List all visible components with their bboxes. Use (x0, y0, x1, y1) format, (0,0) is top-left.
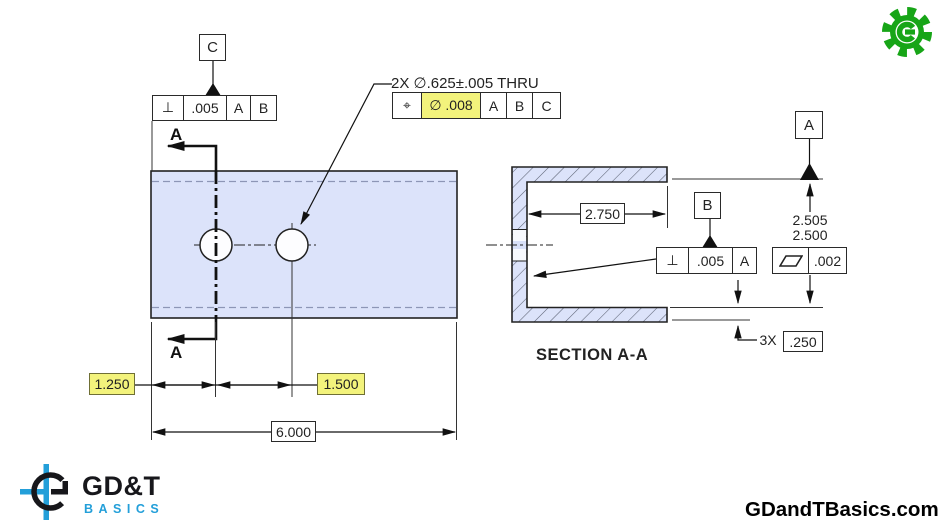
cutting-plane-letter-bottom: A (170, 343, 183, 362)
fcf-datum-ref: C (541, 97, 552, 114)
logo-mark-icon (20, 464, 70, 520)
fcf-datum-ref: A (481, 93, 507, 118)
datum-c-triangle (205, 83, 221, 96)
dim-1500-highlighted: 1.500 (317, 373, 365, 395)
hole-callout-note: 2X ∅.625±.005 THRU (391, 75, 539, 92)
fcf-parallelism: .002 (772, 247, 847, 274)
fcf-b-leader (532, 258, 657, 278)
fcf-tolerance: .005 (689, 248, 733, 273)
section-view (486, 166, 668, 323)
fcf-tolerance: .005 (184, 96, 227, 120)
section-title: SECTION A-A (536, 346, 649, 364)
gear-icon (882, 7, 932, 57)
fcf-position-holes: ⌖ ∅ .008 A B C (392, 92, 561, 119)
perpendicularity-icon: ⊥ (153, 96, 184, 120)
datum-a-triangle (800, 163, 819, 180)
dim-6000: 6.000 (271, 421, 316, 442)
hole-note-leader (300, 83, 392, 225)
dim-3x-count: 3X (759, 332, 777, 348)
hole-right (275, 228, 309, 262)
plan-view (150, 141, 458, 397)
fcf-perpendicularity-section: ⊥ .005 A (656, 247, 757, 274)
fcf-datum-ref: B (258, 100, 269, 116)
dim-2750: 2.750 (580, 203, 625, 224)
fcf-datum-ref: B (507, 93, 533, 118)
dim-2505: 2.505 (792, 212, 828, 228)
datum-b-flag: B (694, 192, 721, 219)
datum-c-flag: C (199, 34, 226, 61)
section-arrow-top (166, 141, 218, 171)
logo-subtitle: BASICS (84, 502, 165, 516)
fcf-datum-ref: A (739, 252, 750, 269)
website-url: GDandTBasics.com (745, 498, 939, 521)
dim-250: .250 (783, 331, 823, 352)
dim-1250-highlighted: 1.250 (89, 373, 135, 395)
datum-a-flag: A (795, 111, 823, 139)
fcf-tolerance: .002 (813, 252, 842, 269)
section-arrow-bottom (166, 318, 218, 344)
dim-2500: 2.500 (792, 227, 828, 243)
cutting-plane-letter-top: A (170, 125, 183, 144)
position-icon: ⌖ (393, 93, 422, 118)
datum-b-triangle (702, 235, 718, 248)
fcf-datum-ref: A (227, 96, 251, 120)
parallelism-icon (773, 248, 809, 273)
logo-wordmark: GD&T (82, 471, 161, 501)
fcf-tolerance-highlighted: ∅ .008 (422, 93, 481, 118)
perpendicularity-icon: ⊥ (657, 248, 689, 273)
fcf-perpendicularity-left: ⊥ .005 A B (152, 95, 277, 121)
